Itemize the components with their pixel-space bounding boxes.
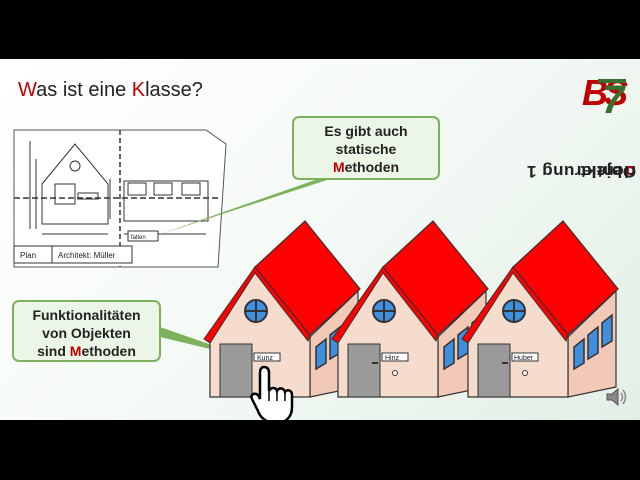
title-text-2: lasse? (145, 79, 203, 101)
title-letter-w: W (18, 79, 37, 101)
fold-label: falten (131, 235, 146, 241)
house-huber: Huber (461, 220, 619, 398)
static-callout-line2: statische (335, 141, 397, 157)
methods-callout-line3-pre: sind (37, 343, 70, 359)
static-callout-pointer (158, 179, 330, 235)
hand-pointer-icon[interactable] (250, 365, 294, 420)
plan-label: Plan (20, 251, 36, 260)
floor-plan-drawing: Plan Architekt: Müller falten (13, 129, 227, 268)
logo-letter-s: S (604, 72, 628, 113)
bs7-logo: B S 7 (582, 72, 628, 115)
methods-callout-line3: ethoden (81, 343, 136, 359)
logo-bar (598, 79, 626, 83)
architect-label: Architekt: Müller (58, 251, 116, 260)
slide-title: Was ist eine Klasse? (18, 79, 203, 102)
title-letter-k: K (131, 79, 146, 101)
house-kunz: Kunz (203, 220, 361, 398)
logo-digit-7: 7 (602, 78, 626, 115)
illustration-canvas: Plan Architekt: Müller falten Kunz Hinz … (13, 129, 619, 420)
static-callout-line1: Es gibt auch (324, 123, 408, 139)
house-huber-nameplate: Huber (514, 355, 534, 362)
speaker-icon[interactable] (605, 387, 629, 407)
house-hinz: Hinz (331, 220, 489, 398)
static-methods-callout: Es gibt auch statische Methoden (292, 116, 440, 180)
methods-callout-line2: von Objekten (42, 325, 131, 341)
title-text-1: as ist eine (36, 79, 132, 101)
static-callout-line3: ethoden (344, 159, 400, 175)
house-kunz-nameplate: Kunz (257, 355, 273, 362)
logo-letter-b: B (582, 72, 608, 113)
methods-callout: Funktionalitäten von Objekten sind Metho… (12, 300, 161, 362)
methods-callout-red-m: M (69, 343, 82, 359)
house-hinz-nameplate: Hinz (385, 355, 400, 362)
static-callout-red-m: M (332, 159, 345, 175)
methods-callout-line1: Funktionalitäten (32, 307, 141, 323)
